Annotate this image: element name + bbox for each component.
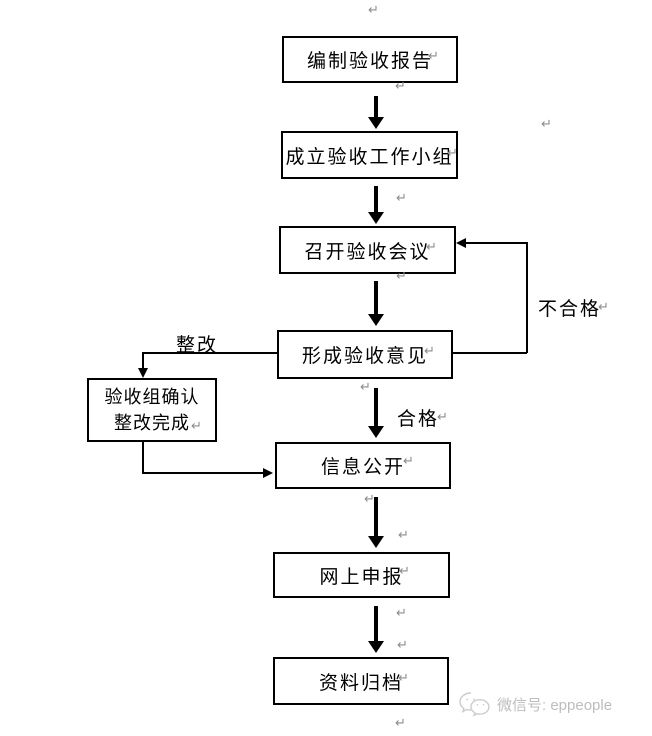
paragraph-mark: ↵ bbox=[396, 268, 407, 283]
wechat-icon bbox=[458, 691, 492, 718]
arrow-workgroup-to-meeting bbox=[368, 186, 384, 224]
node-label: 资料归档 bbox=[318, 672, 403, 694]
paragraph-mark: ↵ bbox=[398, 527, 409, 542]
arrow-shaft bbox=[374, 96, 378, 117]
arrow-left-icon bbox=[456, 238, 466, 248]
paragraph-mark: ↵ bbox=[191, 418, 202, 433]
paragraph-mark: ↵ bbox=[396, 190, 407, 205]
node-hold-acceptance-meeting: 召开验收会议 bbox=[279, 226, 456, 274]
node-label: 编制验收报告 bbox=[306, 51, 433, 72]
arrow-right-icon bbox=[263, 468, 273, 478]
paragraph-mark: ↵ bbox=[368, 2, 379, 17]
paragraph-mark: ↵ bbox=[598, 299, 609, 314]
arrow-report-to-workgroup bbox=[368, 96, 384, 129]
edge-confirm-vertical-segment bbox=[142, 442, 144, 473]
node-form-acceptance-opinion: 形成验收意见 bbox=[277, 330, 453, 379]
arrow-down-icon bbox=[368, 536, 384, 548]
arrow-down-icon bbox=[368, 212, 384, 224]
arrow-down-icon bbox=[368, 426, 384, 438]
node-label: 召开验收会议 bbox=[304, 241, 431, 263]
node-label: 信息公开 bbox=[320, 457, 405, 478]
arrow-down-icon bbox=[368, 117, 384, 129]
arrow-down-icon bbox=[368, 641, 384, 653]
paragraph-mark: ↵ bbox=[437, 409, 448, 424]
paragraph-mark: ↵ bbox=[447, 145, 458, 160]
paragraph-mark: ↵ bbox=[403, 453, 414, 468]
edge-fail-bottom-segment bbox=[453, 352, 527, 354]
paragraph-mark: ↵ bbox=[395, 78, 406, 93]
node-compile-acceptance-report: 编制验收报告 bbox=[282, 36, 458, 83]
node-information-disclosure: 信息公开 bbox=[275, 442, 451, 489]
edge-rectify-vertical-segment bbox=[142, 352, 144, 370]
node-establish-acceptance-workgroup: 成立验收工作小组 bbox=[281, 131, 458, 179]
arrow-declaration-to-archive bbox=[368, 606, 384, 653]
arrow-down-icon bbox=[138, 368, 148, 378]
arrow-shaft bbox=[374, 388, 378, 426]
node-label: 形成验收意见 bbox=[301, 346, 428, 367]
arrow-opinion-to-disclosure bbox=[368, 388, 384, 438]
arrow-meeting-to-opinion bbox=[368, 281, 384, 326]
node-label-line2: 整改完成 bbox=[114, 413, 190, 433]
edge-label-fail: 不合格 bbox=[538, 299, 602, 320]
node-label: 成立验收工作小组 bbox=[285, 146, 454, 168]
paragraph-mark: ↵ bbox=[397, 637, 408, 652]
arrow-shaft bbox=[374, 497, 378, 536]
paragraph-mark: ↵ bbox=[395, 715, 406, 730]
paragraph-mark: ↵ bbox=[398, 670, 409, 685]
edge-label-pass: 合格 bbox=[397, 409, 440, 430]
paragraph-mark: ↵ bbox=[360, 379, 371, 394]
edge-fail-vertical-segment bbox=[526, 242, 528, 353]
arrow-shaft bbox=[374, 186, 378, 212]
edge-label-rectify: 整改 bbox=[176, 335, 219, 356]
paragraph-mark: ↵ bbox=[426, 239, 437, 254]
node-archive-materials: 资料归档 bbox=[273, 657, 449, 705]
paragraph-mark: ↵ bbox=[541, 116, 552, 131]
paragraph-mark: ↵ bbox=[424, 343, 435, 358]
edge-rectify-horizontal-segment bbox=[143, 352, 277, 354]
edge-confirm-horizontal-segment bbox=[142, 472, 265, 474]
node-label: 网上申报 bbox=[319, 566, 404, 588]
node-online-declaration: 网上申报 bbox=[273, 552, 450, 598]
edge-fail-top-segment bbox=[465, 242, 527, 244]
arrow-down-icon bbox=[368, 314, 384, 326]
node-confirm-rectification-done: 验收组确认 整改完成 bbox=[87, 378, 217, 442]
paragraph-mark: ↵ bbox=[428, 48, 439, 63]
paragraph-mark: ↵ bbox=[396, 605, 407, 620]
arrow-shaft bbox=[374, 606, 378, 641]
arrow-shaft bbox=[374, 281, 378, 314]
watermark: 微信号: eppeople bbox=[458, 691, 612, 718]
paragraph-mark: ↵ bbox=[399, 563, 410, 578]
watermark-text: 微信号: eppeople bbox=[497, 697, 613, 714]
paragraph-mark: ↵ bbox=[364, 491, 375, 506]
arrow-disclosure-to-declaration bbox=[368, 497, 384, 548]
node-label-line1: 验收组确认 bbox=[104, 386, 200, 407]
